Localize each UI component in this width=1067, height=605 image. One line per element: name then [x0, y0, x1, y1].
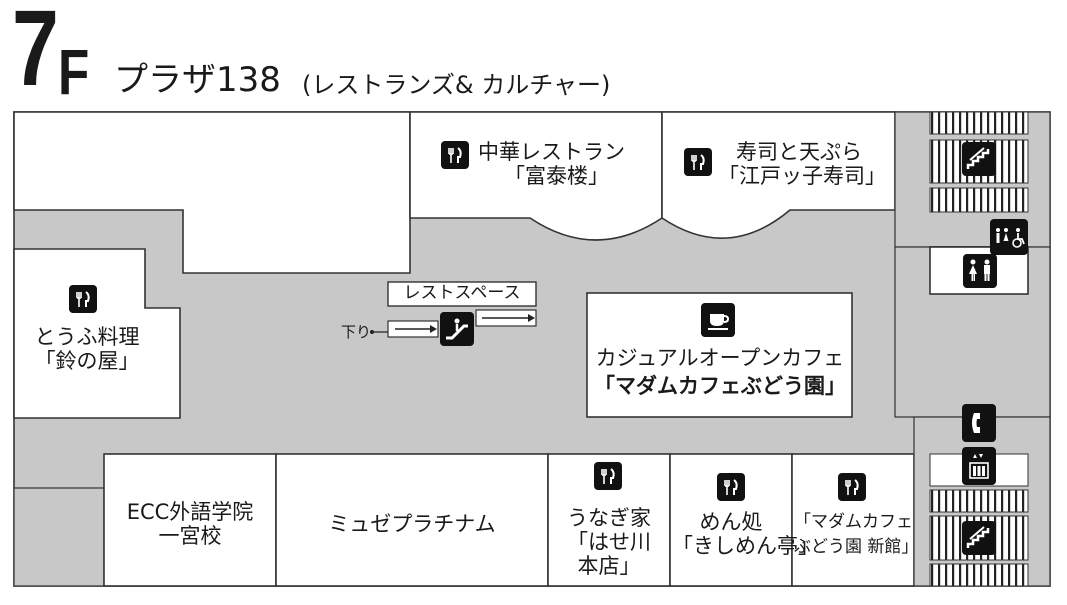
- fork-knife-icon: [69, 285, 97, 313]
- escalator-1-arrowhead: [430, 325, 437, 333]
- escalator-2-arrowhead: [528, 314, 535, 322]
- sushi-restaurant-label: 寿司と天ぷら 「江戸ッ子寿司」: [718, 140, 888, 188]
- rest-space-box: [387, 281, 537, 307]
- sushi-room: [661, 111, 896, 239]
- noodle-label: めん処 「きしめん亭」: [672, 510, 819, 558]
- tofu-room: [13, 248, 181, 419]
- chinese-line2: 「富泰楼」: [504, 164, 609, 188]
- sushi-line2: 「江戸ッ子寿司」: [718, 164, 886, 188]
- madam-new-line2: ぶどう園 新館」: [794, 537, 919, 557]
- madam-new-label: 「マダムカフェ ぶどう園 新館」: [794, 512, 919, 558]
- fork-knife-icon: [594, 462, 622, 490]
- unagi-label: うなぎ家 「はせ川 本店」: [550, 506, 668, 578]
- stairs-icon: [962, 521, 996, 555]
- floor-name: プラザ138: [114, 60, 281, 100]
- floor-suffix: F: [58, 36, 90, 108]
- tofu-line1: とうふ料理: [34, 325, 140, 349]
- unagi-line2: 「はせ川: [567, 530, 651, 554]
- stairs-icon: [962, 142, 996, 176]
- accessible-restroom-icon: [990, 219, 1028, 255]
- rest-space-label: レストスペース: [403, 283, 521, 303]
- fork-knife-icon: [441, 141, 469, 169]
- floor-title: 7 F プラザ138 (レストランズ& カルチャー): [12, 0, 812, 108]
- tofu-restaurant-label: とうふ料理 「鈴の屋」: [22, 325, 152, 373]
- fork-knife-icon: [717, 473, 745, 501]
- tofu-line2: 「鈴の屋」: [34, 349, 140, 373]
- chinese-room: [409, 111, 663, 241]
- ecc-label: ECC外語学院 一宮校: [106, 500, 274, 548]
- fork-knife-icon: [684, 148, 712, 176]
- down-pointer-dot: [370, 330, 374, 334]
- muse-room: [275, 453, 549, 587]
- floor-subtitle: (レストランズ& カルチャー): [302, 71, 611, 99]
- madam-new-room: [791, 453, 915, 587]
- noodle-line2: 「きしめん亭」: [672, 534, 819, 558]
- elevator-icon: [962, 447, 996, 485]
- cafe-line2: 「マダムカフェぶどう園」: [594, 374, 846, 398]
- unagi-line1: うなぎ家: [567, 506, 651, 530]
- escalator-icon: [440, 312, 474, 346]
- bottom-left-block: [13, 487, 105, 587]
- ecc-line2: 一宮校: [158, 524, 222, 548]
- ecc-room: [103, 453, 277, 587]
- stairs-bottom-stripes-4: [929, 563, 1029, 587]
- chinese-line1: 中華レストラン: [478, 140, 625, 164]
- cafe-label: カジュアルオープンカフェ 「マダムカフェぶどう園」: [590, 346, 850, 398]
- cafe-line1: カジュアルオープンカフェ: [595, 346, 845, 370]
- phone-icon: [962, 404, 996, 442]
- stairs-top-stripes-1: [929, 111, 1029, 135]
- escalator-down-label: 下り: [340, 323, 371, 341]
- fork-knife-icon: [838, 473, 866, 501]
- stairs-bottom-stripes-2: [929, 489, 1029, 513]
- madam-new-line1: 「マダムカフェ: [794, 512, 913, 532]
- sushi-line1: 寿司と天ぷら: [736, 140, 862, 164]
- chinese-restaurant-label: 中華レストラン 「富泰楼」: [478, 140, 648, 188]
- ecc-line1: ECC外語学院: [126, 500, 254, 524]
- stairs-top-stripes-3: [929, 187, 1029, 213]
- muse-label: ミュゼプラチナム: [328, 512, 496, 536]
- floor-number: 7: [12, 0, 59, 108]
- restroom-icon: [963, 254, 997, 288]
- coffee-cup-icon: [701, 303, 735, 337]
- noodle-line1: めん処: [699, 510, 763, 534]
- unagi-line3: 本店」: [577, 554, 641, 578]
